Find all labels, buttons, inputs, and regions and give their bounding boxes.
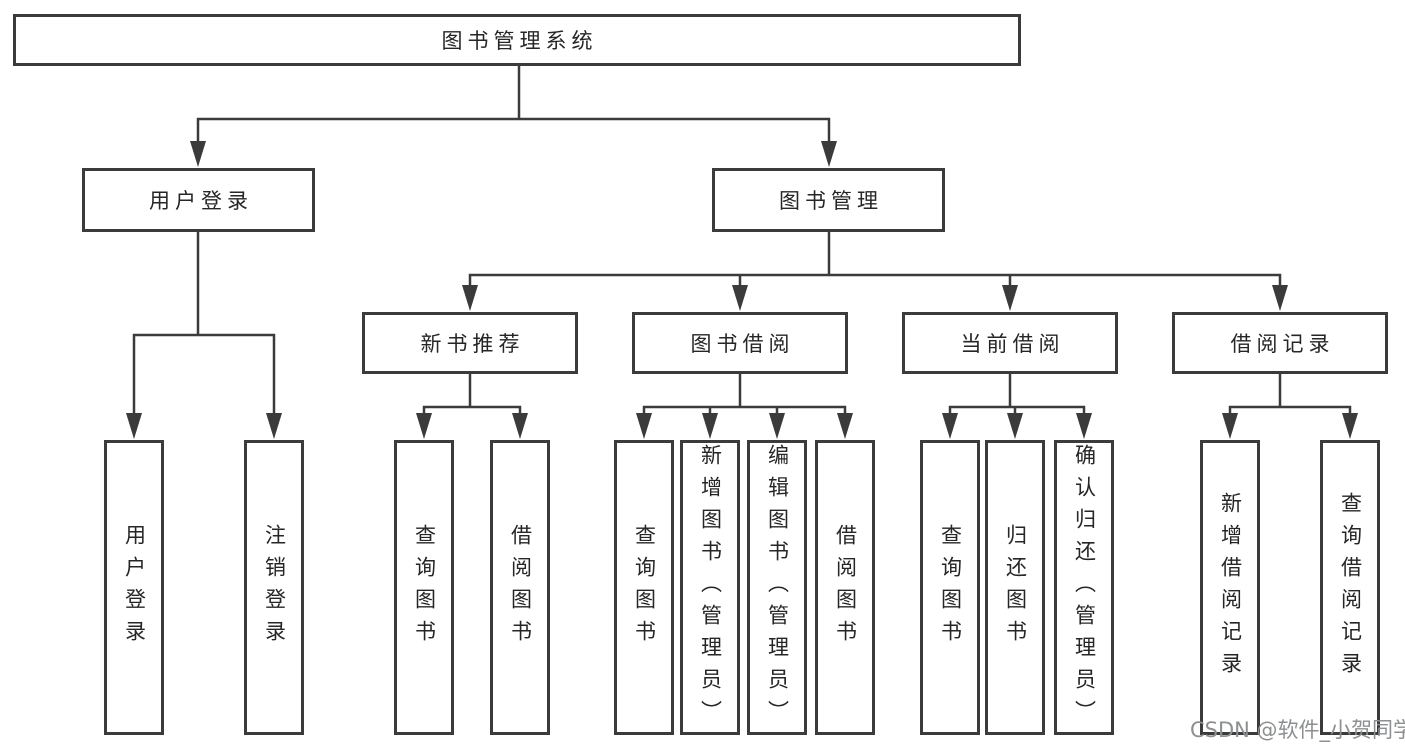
node-label: 编辑图书（管理员） [765, 443, 790, 732]
leaf-query-borrow-record: 查询借阅记录 [1320, 440, 1380, 735]
node-borrowing-records: 借阅记录 [1172, 312, 1388, 374]
leaf-query-books: 查询图书 [394, 440, 454, 735]
leaf-borrow-books: 借阅图书 [815, 440, 875, 735]
node-label: 查询借阅记录 [1338, 491, 1363, 684]
node-label: 借阅记录 [1230, 332, 1335, 356]
leaf-add-books-admin: 新增图书（管理员） [680, 440, 740, 735]
node-library-management-system: 图书管理系统 [13, 14, 1021, 66]
node-label: 借阅图书 [508, 523, 533, 652]
leaf-add-borrow-record: 新增借阅记录 [1200, 440, 1260, 735]
node-label: 新书推荐 [420, 332, 525, 356]
node-label: 查询图书 [412, 523, 437, 652]
leaf-return-books: 归还图书 [985, 440, 1045, 735]
node-label: 注销登录 [262, 523, 287, 652]
leaf-query-books: 查询图书 [614, 440, 674, 735]
leaf-confirm-return-admin: 确认归还（管理员） [1054, 440, 1114, 735]
node-label: 借阅图书 [833, 523, 858, 652]
node-label: 当前借阅 [960, 332, 1065, 356]
node-label: 新增图书（管理员） [698, 443, 723, 732]
node-current-borrowing: 当前借阅 [902, 312, 1118, 374]
node-label: 查询图书 [632, 523, 657, 652]
node-book-borrowing: 图书借阅 [632, 312, 848, 374]
node-label: 图书管理 [779, 189, 883, 213]
node-label: 图书管理系统 [441, 29, 598, 53]
node-label: 用户登录 [149, 189, 253, 213]
node-label: 确认归还（管理员） [1072, 443, 1097, 732]
leaf-borrow-books: 借阅图书 [490, 440, 550, 735]
leaf-logout: 注销登录 [244, 440, 304, 735]
node-new-book-recommendation: 新书推荐 [362, 312, 578, 374]
node-label: 图书借阅 [690, 332, 795, 356]
node-label: 归还图书 [1003, 523, 1028, 652]
node-label: 新增借阅记录 [1218, 491, 1243, 684]
leaf-user-login: 用户登录 [104, 440, 164, 735]
csdn-watermark: CSDN @软件_小贺同学 [1190, 718, 1405, 742]
node-user-login: 用户登录 [82, 168, 315, 232]
leaf-query-books: 查询图书 [920, 440, 980, 735]
node-book-management: 图书管理 [712, 168, 945, 232]
arrowheads [126, 141, 1358, 439]
node-label: 查询图书 [938, 523, 963, 652]
leaf-edit-books-admin: 编辑图书（管理员） [747, 440, 807, 735]
node-label: 用户登录 [122, 523, 147, 652]
